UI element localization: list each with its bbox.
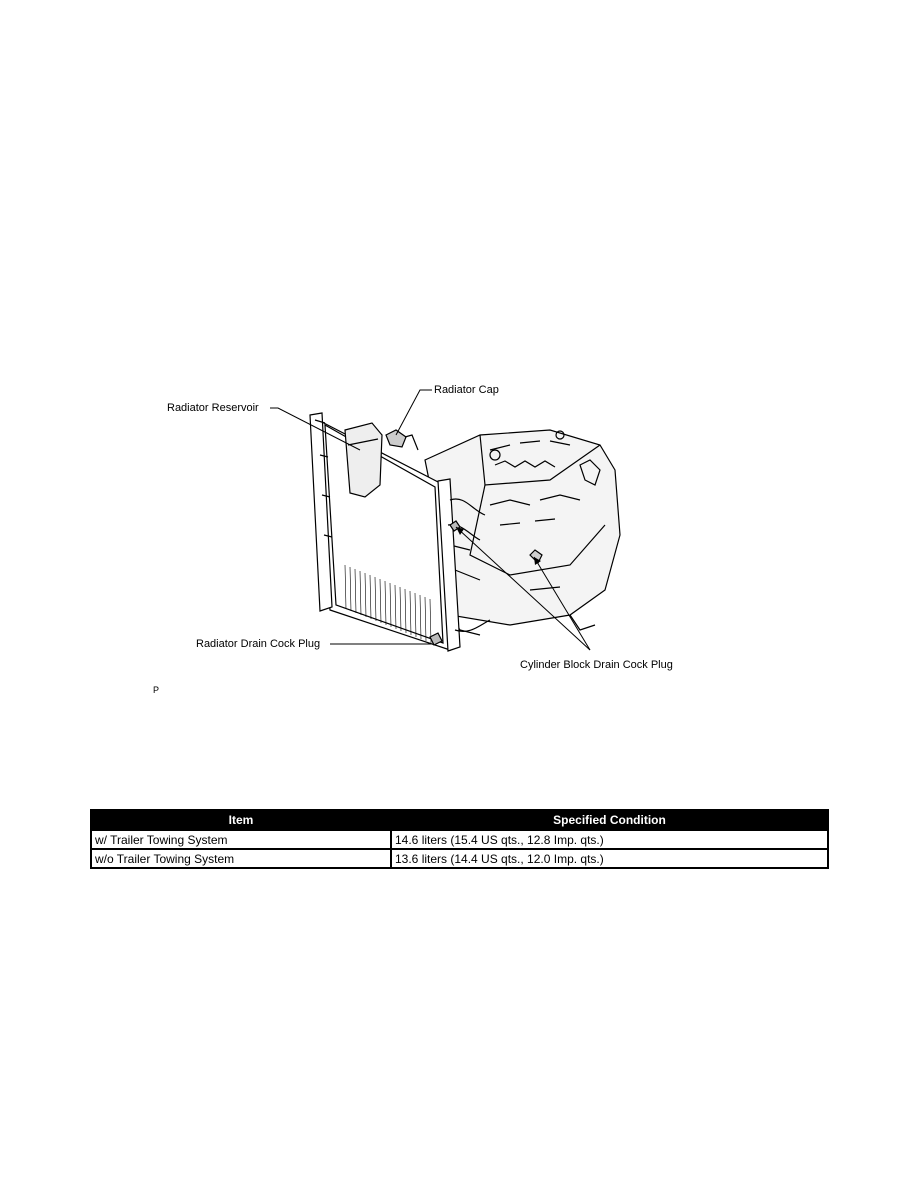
table-row: w/o Trailer Towing System 13.6 liters (1… [92, 850, 827, 867]
table-cell: w/ Trailer Towing System [92, 831, 390, 848]
callout-radiator-cap: Radiator Cap [434, 384, 499, 396]
callout-radiator-drain-cock-plug: Radiator Drain Cock Plug [196, 638, 321, 650]
figure-code: P [153, 685, 160, 695]
callout-cylinder-block-drain-cock-plug: Cylinder Block Drain Cock Plug [520, 659, 673, 671]
callout-radiator-reservoir: Radiator Reservoir [167, 402, 259, 414]
table-header-row: Item Specified Condition [92, 811, 827, 829]
table-cell: 14.6 liters (15.4 US qts., 12.8 Imp. qts… [392, 831, 827, 848]
table-cell: 13.6 liters (14.4 US qts., 12.0 Imp. qts… [392, 850, 827, 867]
header-item: Item [92, 811, 390, 829]
table-cell: w/o Trailer Towing System [92, 850, 390, 867]
radiator-engine-drawing [270, 389, 621, 652]
table-row: w/ Trailer Towing System 14.6 liters (15… [92, 831, 827, 848]
radiator-engine-illustration: Radiator Cap Radiator Reservoir Radiator… [150, 375, 710, 700]
coolant-capacity-table: Item Specified Condition w/ Trailer Towi… [90, 809, 829, 869]
header-specified-condition: Specified Condition [392, 811, 827, 829]
